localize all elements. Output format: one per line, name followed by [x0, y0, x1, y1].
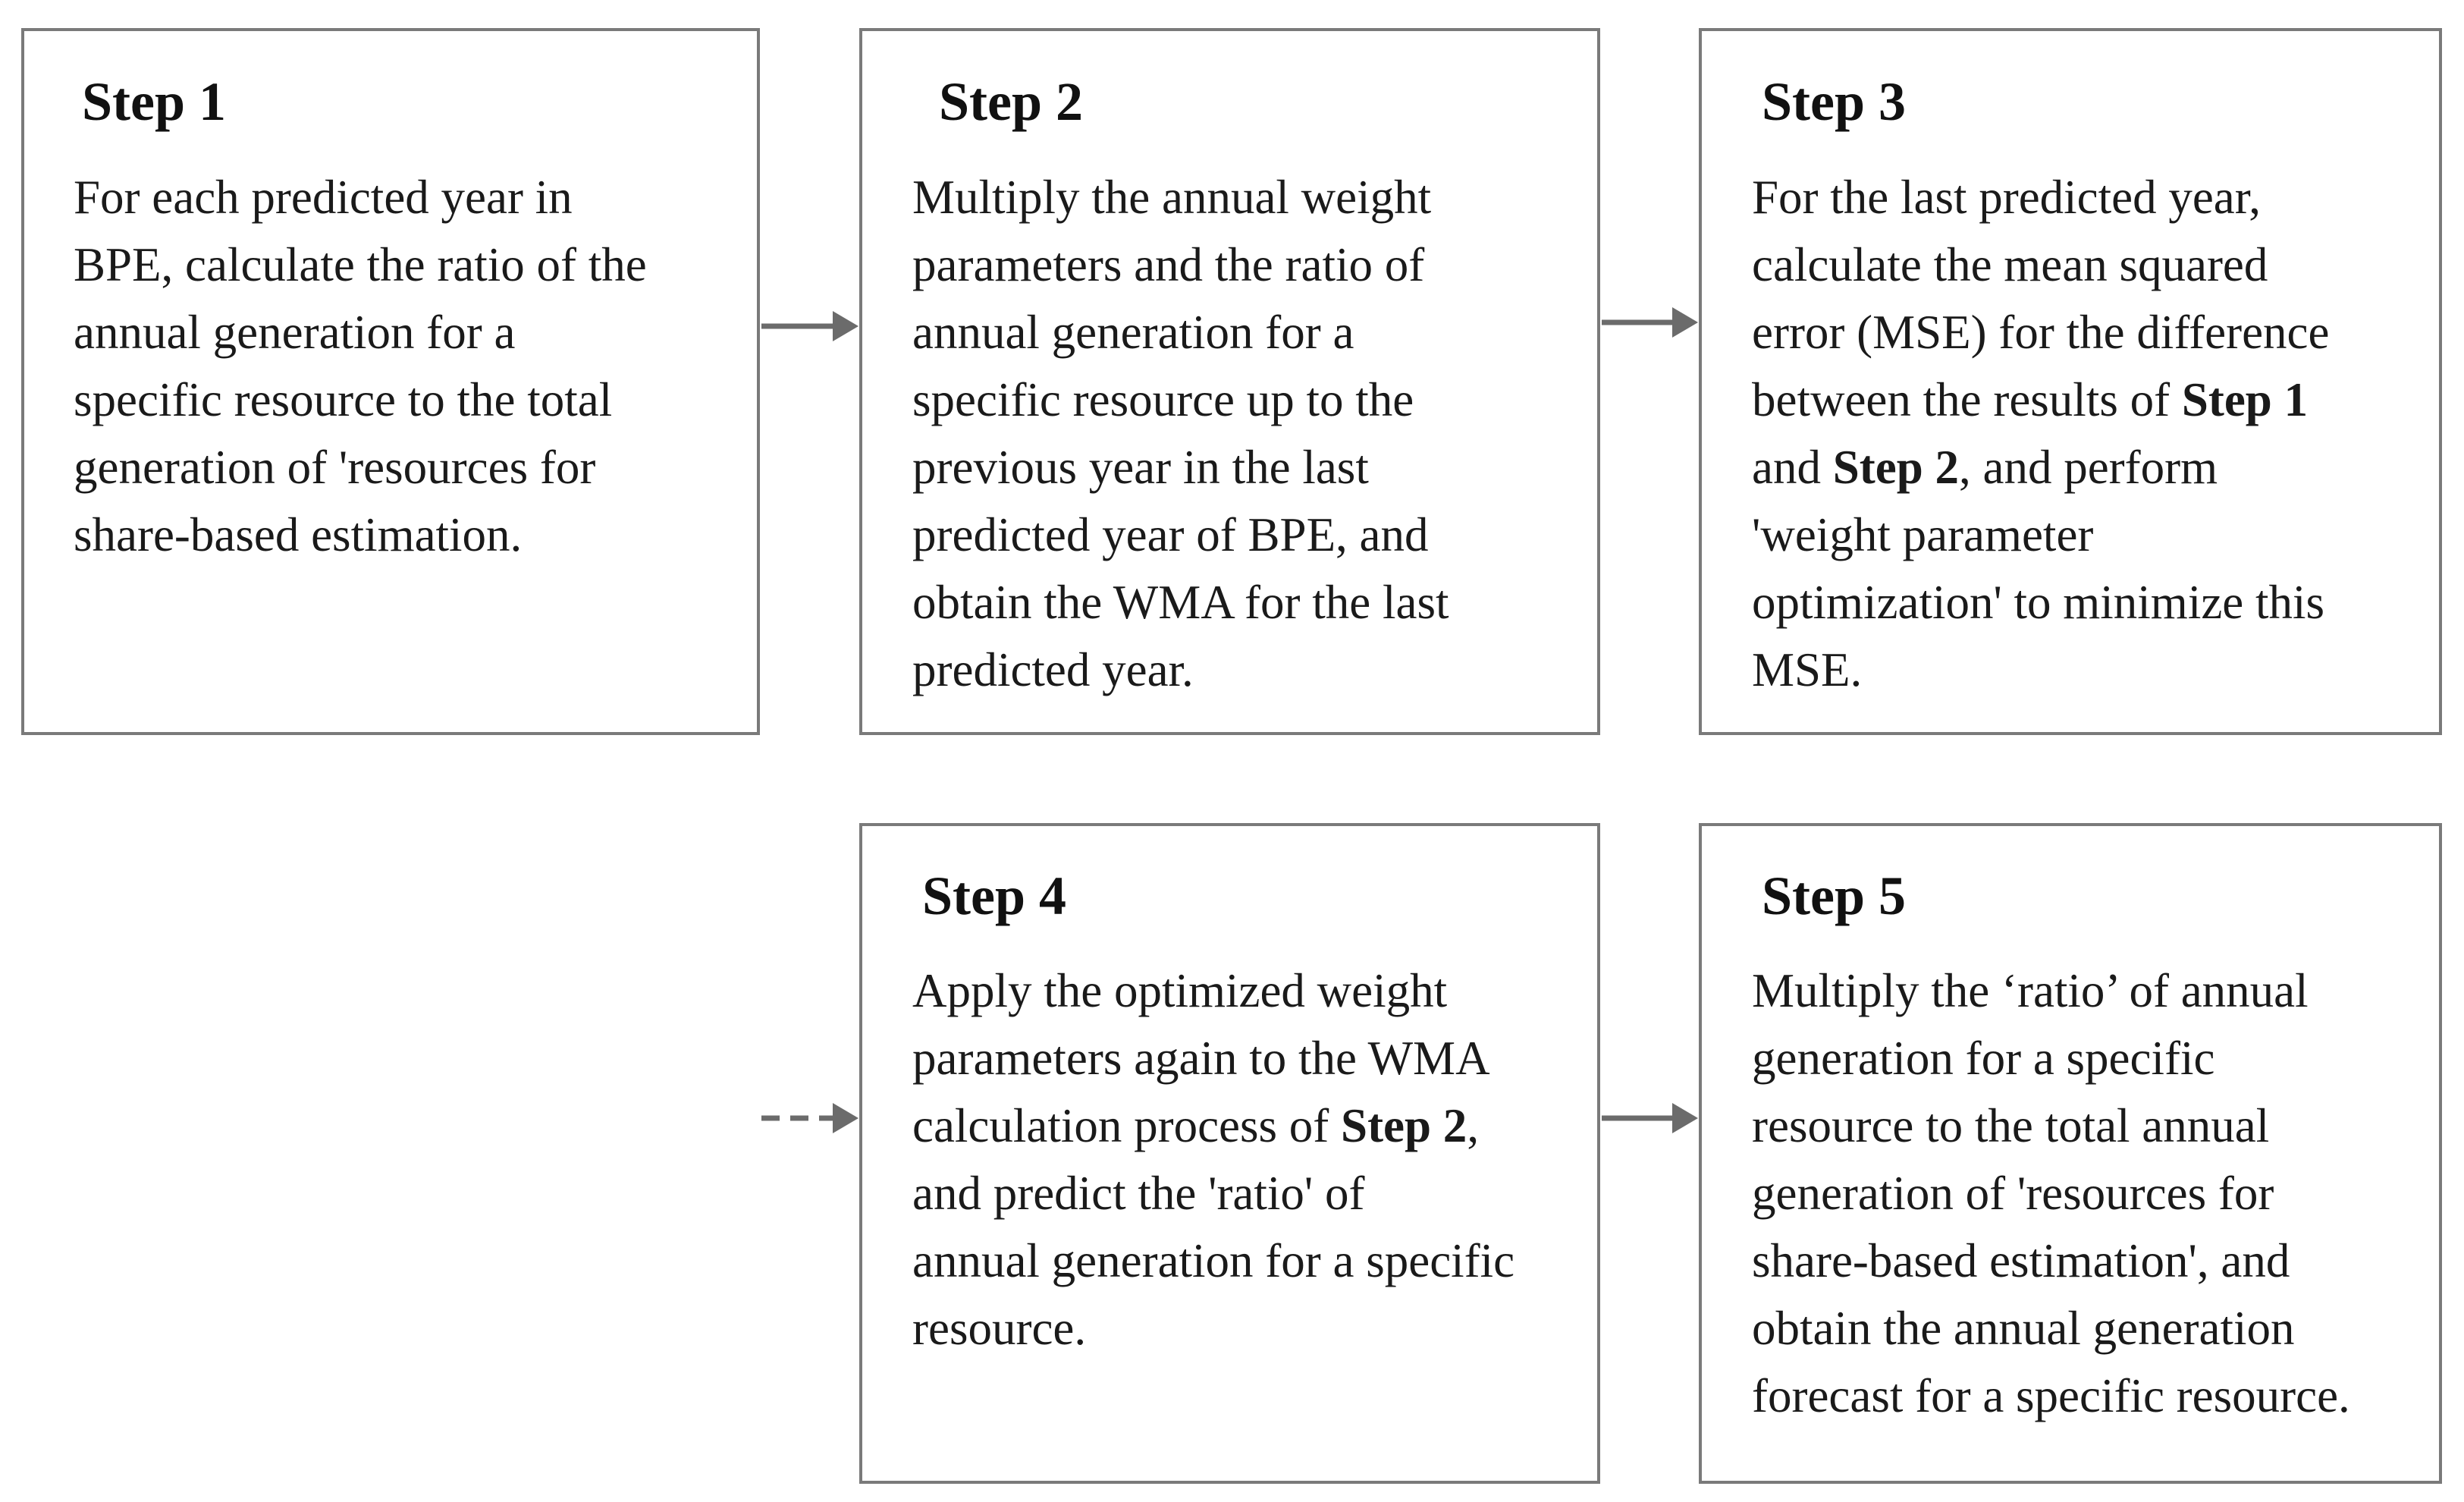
step-3-line: MSE.: [1752, 636, 2329, 704]
text-segment: annual generation for a: [74, 306, 516, 359]
step-3-line: error (MSE) for the difference: [1752, 299, 2329, 366]
step-3-line: calculate the mean squared: [1752, 231, 2329, 299]
text-segment: obtain the annual generation: [1752, 1302, 2295, 1355]
text-segment: annual generation for a specific: [912, 1234, 1515, 1287]
step-3-line: 'weight parameter: [1752, 501, 2329, 569]
step-1-title: Step 1: [82, 71, 227, 132]
step-reference: Step 2: [1341, 1099, 1467, 1152]
arrow-dashed-into-step4: [761, 1103, 858, 1133]
text-segment: error (MSE) for the difference: [1752, 306, 2330, 359]
arrow-step2-to-step3: [1602, 307, 1698, 338]
step-2-line: specific resource up to the: [912, 366, 1449, 434]
text-segment: previous year in the last: [912, 441, 1369, 494]
step-5-line: generation of 'resources for: [1752, 1160, 2350, 1227]
text-segment: predicted year of BPE, and: [912, 508, 1429, 561]
text-segment: 'weight parameter: [1752, 508, 2094, 561]
text-segment: parameters again to the WMA: [912, 1032, 1490, 1085]
text-segment: generation of 'resources for: [74, 441, 596, 494]
text-segment: parameters and the ratio of: [912, 238, 1425, 291]
step-3-box: [1699, 28, 2442, 735]
text-segment: For each predicted year in: [74, 171, 573, 224]
step-4-line: and predict the 'ratio' of: [912, 1160, 1514, 1227]
step-4-line: calculation process of Step 2,: [912, 1092, 1514, 1160]
step-2-text: Multiply the annual weight parameters and…: [912, 164, 1449, 704]
text-segment: calculation process of: [912, 1099, 1342, 1152]
text-segment: Apply the optimized weight: [912, 964, 1448, 1017]
step-2-line: previous year in the last: [912, 434, 1449, 501]
step-5-title: Step 5: [1762, 866, 1907, 926]
text-segment: For the last predicted year,: [1752, 171, 2261, 224]
step-3-line: and Step 2, and perform: [1752, 434, 2329, 501]
step-3-line: between the results of Step 1: [1752, 366, 2329, 434]
text-segment: ,: [1467, 1099, 1480, 1152]
step-4-line: annual generation for a specific: [912, 1227, 1514, 1295]
text-segment: MSE.: [1752, 643, 1863, 696]
step-2-line: parameters and the ratio of: [912, 231, 1449, 299]
step-4-title: Step 4: [922, 866, 1067, 926]
text-segment: between the results of: [1752, 373, 2182, 426]
text-segment: BPE, calculate the ratio of the: [74, 238, 647, 291]
step-5-line: Multiply the ‘ratio’ of annual: [1752, 957, 2350, 1025]
text-segment: generation of 'resources for: [1752, 1167, 2274, 1220]
step-1-line: BPE, calculate the ratio of the: [74, 231, 647, 299]
text-segment: annual generation for a: [912, 306, 1354, 359]
arrow-step1-to-step2: [761, 311, 858, 341]
text-segment: obtain the WMA for the last: [912, 576, 1449, 629]
step-4-line: resource.: [912, 1295, 1514, 1362]
step-5-box: [1699, 823, 2442, 1484]
step-reference: Step 1: [2181, 373, 2309, 426]
step-3-line: optimization' to minimize this: [1752, 569, 2329, 636]
text-segment: generation for a specific: [1752, 1032, 2215, 1085]
step-1-line: annual generation for a: [74, 299, 647, 366]
step-2-line: predicted year of BPE, and: [912, 501, 1449, 569]
step-2-line: predicted year.: [912, 636, 1449, 704]
step-3-title: Step 3: [1762, 71, 1907, 132]
step-2-line: annual generation for a: [912, 299, 1449, 366]
step-3-text: For the last predicted year, calculate th…: [1752, 164, 2329, 704]
text-segment: Multiply the annual weight: [912, 171, 1432, 224]
step-5-text: Multiply the ‘ratio’ of annual generation…: [1752, 957, 2350, 1430]
arrow-step4-to-step5: [1602, 1103, 1698, 1133]
step-2-box: [859, 28, 1600, 735]
text-segment: calculate the mean squared: [1752, 238, 2268, 291]
step-1-line: generation of 'resources for: [74, 434, 647, 501]
step-2-title: Step 2: [939, 71, 1084, 132]
step-1-line: For each predicted year in: [74, 164, 647, 231]
step-4-line: parameters again to the WMA: [912, 1025, 1514, 1092]
step-1-line: share-based estimation.: [74, 501, 647, 569]
step-5-line: forecast for a specific resource.: [1752, 1362, 2350, 1430]
step-4-box: [859, 823, 1600, 1484]
step-5-line: resource to the total annual: [1752, 1092, 2350, 1160]
text-segment: and: [1752, 441, 1833, 494]
step-1-box: [21, 28, 760, 735]
text-segment: optimization' to minimize this: [1752, 576, 2325, 629]
text-segment: resource.: [912, 1302, 1087, 1355]
step-1-text: For each predicted year in BPE, calculate…: [74, 164, 647, 569]
text-segment: share-based estimation', and: [1752, 1234, 2290, 1287]
text-segment: resource to the total annual: [1752, 1099, 2270, 1152]
step-5-line: share-based estimation', and: [1752, 1227, 2350, 1295]
text-segment: predicted year.: [912, 643, 1194, 696]
step-4-line: Apply the optimized weight: [912, 957, 1514, 1025]
text-segment: share-based estimation.: [74, 508, 523, 561]
text-segment: forecast for a specific resource.: [1752, 1369, 2350, 1422]
text-segment: and predict the 'ratio' of: [912, 1167, 1365, 1220]
step-2-line: Multiply the annual weight: [912, 164, 1449, 231]
step-5-line: generation for a specific: [1752, 1025, 2350, 1092]
step-5-line: obtain the annual generation: [1752, 1295, 2350, 1362]
step-reference: Step 2: [1832, 441, 1959, 494]
text-segment: specific resource up to the: [912, 373, 1414, 426]
step-3-line: For the last predicted year,: [1752, 164, 2329, 231]
step-2-line: obtain the WMA for the last: [912, 569, 1449, 636]
text-segment: specific resource to the total: [74, 373, 613, 426]
step-1-line: specific resource to the total: [74, 366, 647, 434]
step-4-text: Apply the optimized weight parameters aga…: [912, 957, 1514, 1362]
text-segment: , and perform: [1959, 441, 2218, 494]
text-segment: Multiply the ‘ratio’ of annual: [1752, 964, 2309, 1017]
